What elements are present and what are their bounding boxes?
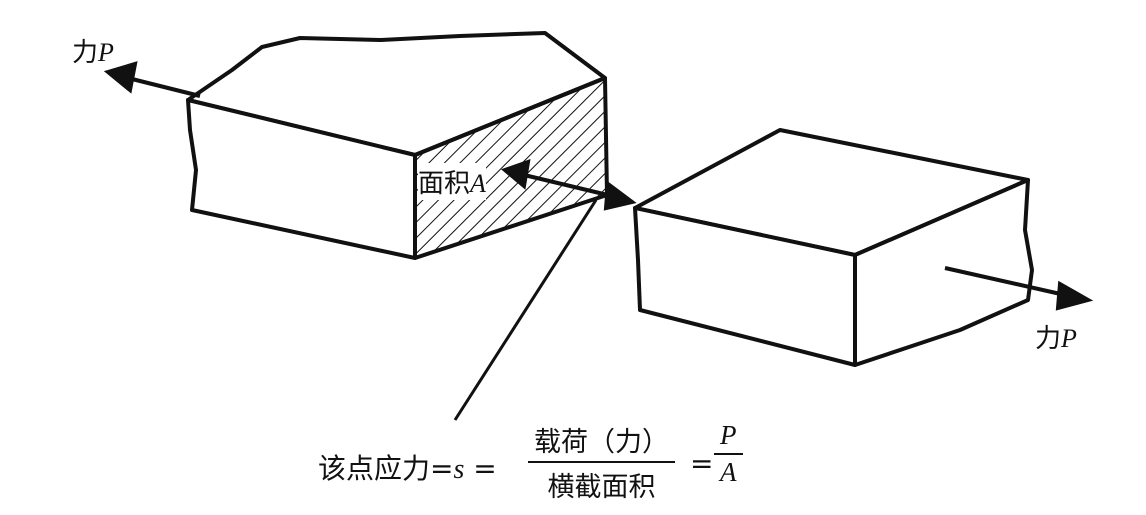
fraction-numerator: 载荷（力）: [528, 420, 675, 463]
fraction-denominator: 横截面积: [547, 472, 656, 503]
fraction-numerator: P: [714, 420, 743, 455]
area-label: 面积A: [418, 163, 486, 200]
load-over-area-fraction: 载荷（力） 横截面积: [528, 420, 675, 504]
force-variable: P: [98, 38, 114, 67]
right-block-side-face: [853, 178, 1034, 367]
force-label-left: 力P: [72, 32, 114, 69]
force-label-text: 力: [72, 38, 99, 68]
formula-lhs: 该点应力=s =: [318, 447, 497, 487]
equals-sign: =: [690, 447, 714, 480]
stress-at-point-text: 该点应力: [318, 452, 431, 485]
stress-symbol: s: [453, 454, 465, 485]
p-over-a-fraction: P A: [714, 420, 743, 488]
arrowhead-area-left: [501, 159, 531, 190]
force-arrow-left: [127, 76, 201, 98]
arrowhead-left: [103, 61, 138, 94]
area-label-text: 面积: [418, 169, 471, 199]
force-variable: P: [1061, 324, 1077, 353]
force-arrow-right: [944, 266, 1066, 297]
force-label-right: 力P: [1035, 318, 1077, 355]
force-label-text: 力: [1035, 324, 1062, 354]
arrowhead-right: [1055, 280, 1094, 311]
fraction-denominator: A: [720, 457, 737, 487]
arrowhead-area-right: [603, 180, 637, 211]
right-block-front-face: [633, 206, 857, 367]
equals-sign: =: [473, 452, 497, 485]
area-variable: A: [470, 169, 486, 198]
equals-sign: =: [430, 452, 454, 485]
area-double-arrow: [519, 172, 613, 198]
leader-line: [453, 199, 598, 421]
